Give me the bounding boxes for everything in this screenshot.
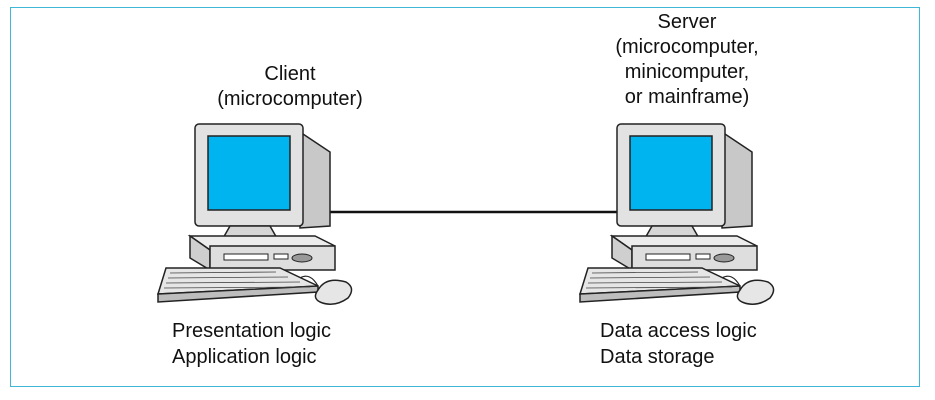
server-responsibility-item: Data access logic <box>600 320 757 342</box>
server-title: Server (microcomputer, minicomputer, or … <box>572 10 802 110</box>
client-title: Client (microcomputer) <box>175 62 405 112</box>
client-title-line: (microcomputer) <box>217 88 363 110</box>
server-title-line: minicomputer, <box>624 61 750 83</box>
server-title-line: Server <box>657 11 717 33</box>
diagram-frame <box>10 7 920 387</box>
server-title-line: or mainframe) <box>624 86 750 108</box>
client-title-line: Client <box>264 63 316 85</box>
server-computer-icon <box>578 123 775 305</box>
server-responsibility-item: Data storage <box>600 346 715 368</box>
server-responsibilities: Data access logic Data storage <box>600 318 757 370</box>
client-responsibilities: Presentation logic Application logic <box>172 318 331 370</box>
client-responsibility-item: Presentation logic <box>172 320 331 342</box>
server-title-line: (microcomputer, <box>615 36 759 58</box>
client-responsibility-item: Application logic <box>172 346 317 368</box>
client-computer-icon <box>156 123 353 305</box>
